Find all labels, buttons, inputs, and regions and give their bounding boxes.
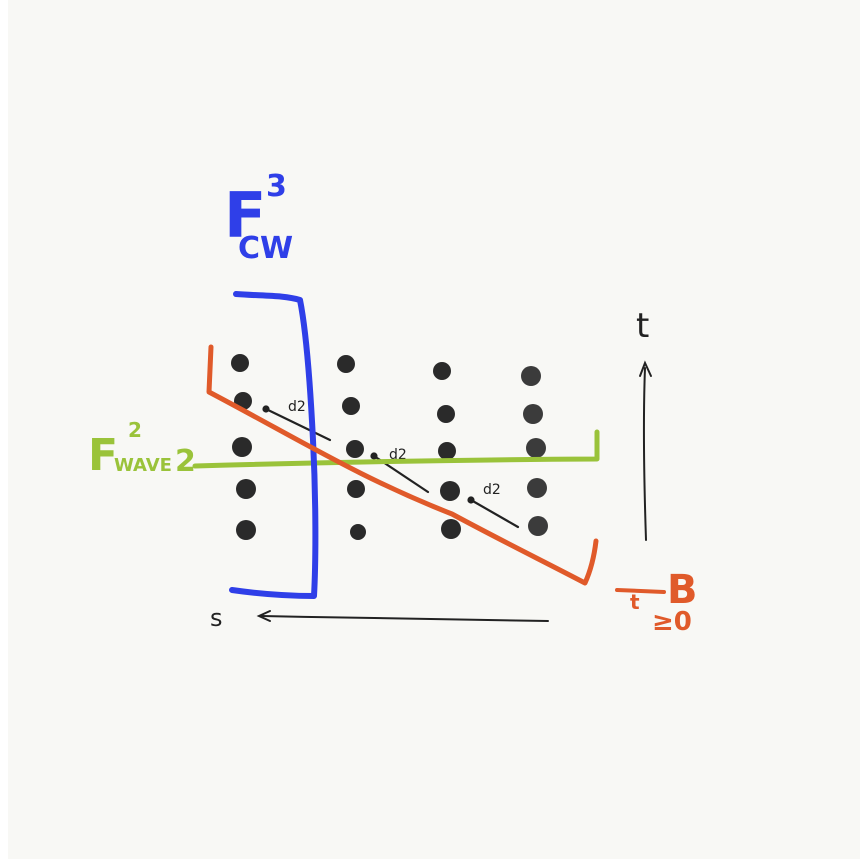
- wave-label-sub: WAVE: [114, 455, 172, 476]
- dot: [441, 519, 461, 539]
- b-label: B t ≥0: [615, 567, 698, 637]
- s-axis-line: [261, 615, 549, 622]
- wave-bracket: [192, 429, 600, 469]
- cw-label-sub: CW: [238, 231, 293, 266]
- b-label-condition: ≥0: [652, 607, 692, 637]
- cw-label-base: F: [224, 179, 266, 252]
- t-axis-line: [642, 367, 647, 541]
- distance-label-1: d2: [288, 399, 306, 415]
- b-label-main: B: [667, 567, 698, 613]
- wave-label: F 2 WAVE 2: [88, 418, 196, 481]
- dot: [438, 442, 456, 460]
- t-axis-arrowhead: [639, 360, 652, 377]
- dot: [433, 362, 451, 380]
- dot: [350, 524, 366, 540]
- b-bracket: [206, 344, 599, 586]
- dot: [236, 520, 256, 540]
- dot: [232, 437, 252, 457]
- dot: [231, 354, 249, 372]
- distance-label-3: d2: [483, 482, 501, 498]
- s-axis-label: s: [210, 604, 223, 632]
- wave-label-suffix: 2: [175, 444, 196, 479]
- dot: [523, 404, 543, 424]
- distance-stroke-1: [264, 407, 332, 442]
- dot: [347, 480, 365, 498]
- distance-stroke-1-end: [262, 405, 270, 413]
- dot: [346, 440, 364, 458]
- dot: [526, 438, 546, 458]
- dot: [528, 516, 548, 536]
- b-label-sub: t: [630, 590, 640, 614]
- distance-stroke-3-end: [467, 496, 475, 504]
- b-bracket-path: [206, 344, 599, 586]
- dot-grid: [231, 354, 548, 540]
- paper-background: [8, 0, 860, 859]
- s-axis-arrowhead: [256, 610, 271, 622]
- t-axis-label: t: [636, 306, 649, 346]
- dot: [527, 478, 547, 498]
- b-label-stroke: [615, 588, 666, 594]
- wave-line: [192, 429, 600, 469]
- cw-bracket: [229, 291, 319, 599]
- dot: [342, 397, 360, 415]
- distance-stroke-3: [469, 498, 520, 529]
- distance-strokes: [262, 405, 520, 529]
- dot: [437, 405, 455, 423]
- axes: [256, 360, 652, 622]
- dot: [337, 355, 355, 373]
- cw-bracket-path: [229, 291, 319, 599]
- distance-stroke-2-end: [370, 452, 378, 460]
- cw-label-sup: 3: [266, 169, 287, 204]
- dot: [521, 366, 541, 386]
- wave-label-sup: 2: [128, 418, 142, 442]
- cw-label: F 3 CW: [224, 169, 293, 266]
- wave-label-base: F: [88, 430, 118, 481]
- dot: [236, 479, 256, 499]
- dot: [440, 481, 460, 501]
